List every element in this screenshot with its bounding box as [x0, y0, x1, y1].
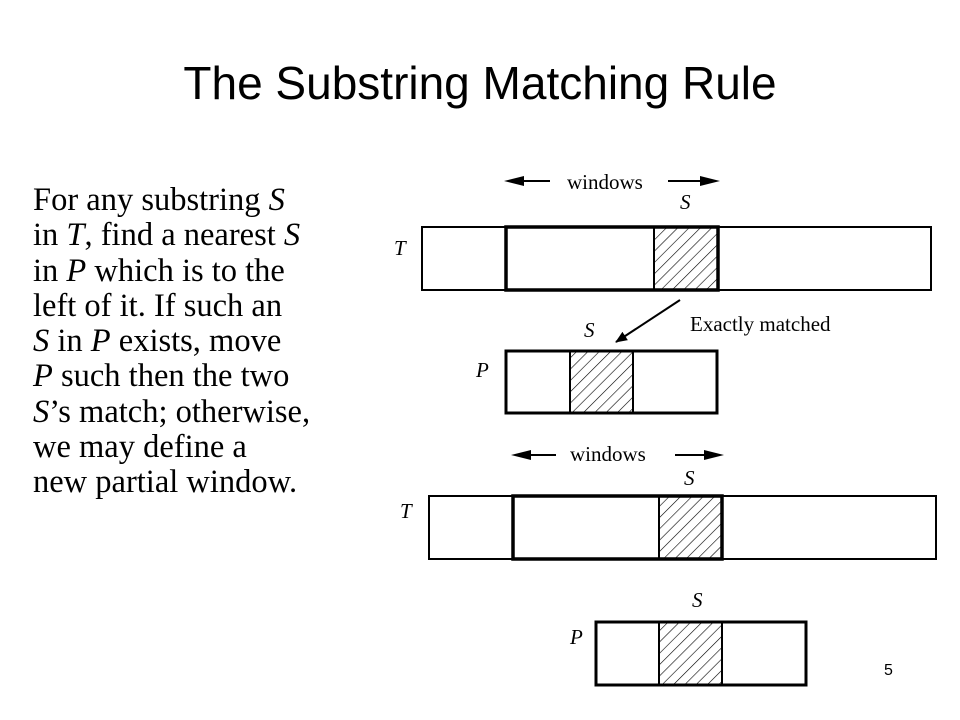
variable-symbol: S: [268, 182, 285, 218]
variable-symbol: P: [90, 323, 111, 360]
rule-text-run: in: [33, 252, 67, 289]
top-s-label-pattern: S: [584, 318, 595, 342]
bottom-p-label: P: [569, 625, 583, 649]
rule-text-run: such then the two: [52, 358, 290, 395]
rule-line: we may define a: [33, 429, 413, 466]
rule-text-run: which is to the: [86, 252, 285, 289]
variable-symbol: S: [33, 393, 50, 430]
rule-text-run: ’s match; otherwise,: [49, 393, 311, 430]
rule-line: P such then the two: [33, 359, 413, 394]
rule-line: left of it. If such an: [33, 287, 413, 324]
slide-title: The Substring Matching Rule: [183, 57, 777, 109]
top-t-label: T: [394, 236, 407, 260]
variable-symbol: S: [283, 217, 301, 254]
rule-line: S in P exists, move: [33, 324, 413, 359]
rule-text-run: left of it. If such an: [33, 287, 283, 324]
variable-symbol: P: [66, 252, 87, 289]
rule-line: new partial window.: [33, 465, 413, 500]
rule-text-run: exists, move: [110, 323, 282, 360]
bottom-substring-s-pattern: [658, 621, 723, 686]
page-number: 5: [884, 662, 893, 679]
bottom-t-label: T: [400, 499, 413, 523]
match-arrow: [615, 299, 681, 343]
rule-line: in T, find a nearest S: [33, 218, 413, 253]
bottom-windows-arrow: [511, 450, 724, 460]
bottom-s-label-pattern: S: [692, 588, 703, 612]
top-substring-s-text: [653, 226, 719, 291]
variable-symbol: S: [33, 323, 50, 360]
bottom-windows-label: windows: [570, 442, 646, 466]
rule-text-run: in: [33, 217, 67, 254]
exactly-matched-label: Exactly matched: [690, 312, 831, 336]
top-p-label: P: [475, 358, 489, 382]
top-windows-label: windows: [567, 170, 643, 194]
rule-line: S’s match; otherwise,: [33, 393, 413, 430]
top-s-label-text: S: [680, 190, 691, 214]
rule-text-run: For any substring: [33, 182, 269, 218]
variable-symbol: T: [66, 217, 85, 254]
top-substring-s-pattern: [569, 350, 634, 414]
rule-text-run: new partial window.: [33, 464, 298, 501]
rule-line: For any substring S: [33, 182, 413, 218]
rule-text-run: , find a nearest: [84, 217, 284, 254]
variable-symbol: P: [33, 358, 53, 395]
top-windows-arrow: [504, 176, 720, 186]
bottom-substring-s-text: [658, 495, 723, 560]
bottom-s-label-text: S: [684, 466, 695, 490]
rule-text-run: we may define a: [33, 429, 247, 466]
rule-line: in P which is to the: [33, 252, 413, 289]
rule-text-run: in: [49, 323, 91, 360]
